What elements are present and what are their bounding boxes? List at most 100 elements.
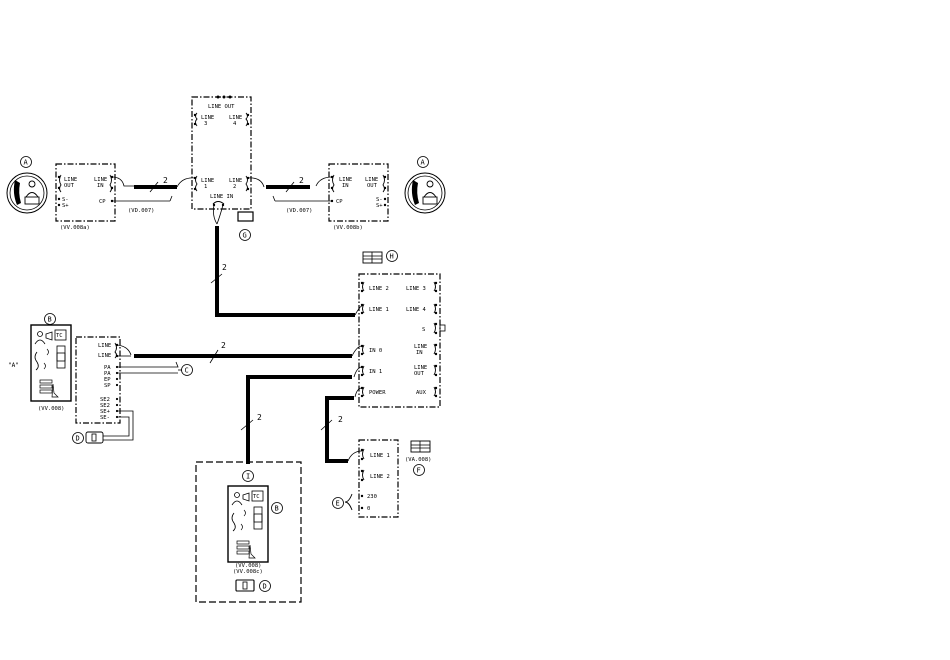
f-device-icon bbox=[410, 440, 431, 453]
psu-device-label: (VA.008) bbox=[405, 457, 432, 463]
callout-d-bottom-circle bbox=[259, 580, 271, 592]
left-s-plus: S+ bbox=[62, 203, 69, 209]
callout-d-left: D bbox=[76, 435, 80, 443]
main-in0: IN 0 bbox=[369, 348, 382, 354]
right-module-model: (VV.008b) bbox=[333, 225, 363, 231]
callout-h: H bbox=[390, 253, 394, 261]
cable-main-to-panel: 2 bbox=[240, 366, 363, 464]
panel-bottom-tc: TC bbox=[253, 494, 260, 500]
central-line2-num: 2 bbox=[233, 184, 236, 190]
cable-central-to-main: 2 bbox=[210, 204, 363, 317]
cable-right-count: 2 bbox=[299, 176, 304, 185]
psu-v0: 0 bbox=[367, 506, 370, 512]
callout-e: E bbox=[336, 500, 340, 508]
callout-c-circle bbox=[181, 364, 193, 376]
callout-b-bottom: B bbox=[275, 505, 279, 513]
door-panel-bottom: TC bbox=[227, 485, 269, 563]
cable-door-to-main: 2 bbox=[116, 341, 363, 374]
central-line-in-label: LINE IN bbox=[210, 194, 233, 200]
main-line-out-b: OUT bbox=[414, 371, 425, 377]
central-line3-label: LINE bbox=[201, 115, 214, 121]
cable-right-label: (VD.007) bbox=[286, 208, 313, 214]
door-sp: SP bbox=[104, 383, 111, 389]
main-line2: LINE 2 bbox=[369, 286, 389, 292]
cable-left-top: 2 (VD.007) bbox=[111, 176, 196, 214]
main-line1: LINE 1 bbox=[369, 307, 389, 313]
central-line-out-label: LINE OUT bbox=[208, 104, 235, 110]
door-module: LINE LINE PA PA EP SP SE2 SE2 SE+ SE- bbox=[75, 336, 121, 424]
callout-i-circle bbox=[242, 470, 254, 482]
main-module: LINE 2 LINE 1 LINE 3 LINE 4 S IN 0 LINE … bbox=[358, 273, 446, 408]
cable-se-to-d bbox=[103, 410, 134, 441]
main-aux: AUX bbox=[416, 390, 427, 396]
g-module-block bbox=[237, 211, 254, 222]
callout-g-circle bbox=[239, 229, 251, 241]
main-line-out-a: LINE bbox=[414, 365, 427, 371]
panel-left-quote: "A" bbox=[8, 362, 19, 369]
central-line3-num: 3 bbox=[204, 121, 207, 127]
door-pa1: PA bbox=[104, 365, 111, 371]
cable-left-label: (VD.007) bbox=[128, 208, 155, 214]
main-line-in-a: LINE bbox=[414, 344, 427, 350]
left-module-model: (VV.008a) bbox=[60, 225, 90, 231]
door-line-b: LINE bbox=[98, 353, 111, 359]
central-line4-num: 4 bbox=[233, 121, 237, 127]
main-line-in-b: IN bbox=[416, 350, 423, 356]
panel-bottom-model-a: (VV.008) bbox=[235, 563, 262, 569]
door-panel-left: TC bbox=[30, 324, 72, 402]
door-se-plus: SE+ bbox=[100, 409, 111, 415]
left-cp: CP bbox=[99, 199, 106, 205]
panel-bottom-model-b: (VV.008c) bbox=[233, 569, 263, 575]
callout-a-left-circle bbox=[20, 156, 32, 168]
cable-left-count: 2 bbox=[163, 176, 168, 185]
cable-i-count: 2 bbox=[257, 413, 262, 422]
right-module: LINE IN LINE OUT CP S- S+ (VV.008b) bbox=[328, 163, 389, 231]
central-line1-label: LINE bbox=[201, 178, 214, 184]
callout-h-circle bbox=[386, 250, 398, 262]
callout-b-top-circle bbox=[44, 313, 56, 325]
callout-f: F bbox=[417, 467, 421, 475]
cable-down-count: 2 bbox=[222, 263, 227, 272]
main-power: POWER bbox=[369, 390, 386, 396]
door-se2a: SE2 bbox=[100, 397, 110, 403]
left-line-in-a: LINE bbox=[94, 177, 107, 183]
psu-line1: LINE 1 bbox=[370, 453, 390, 459]
callout-d-left-circle bbox=[72, 432, 84, 444]
main-line4: LINE 4 bbox=[406, 307, 427, 313]
right-line-in-a: LINE bbox=[339, 177, 352, 183]
left-line-in-b: IN bbox=[97, 183, 104, 189]
main-s: S bbox=[422, 327, 425, 333]
callout-a-right-circle bbox=[417, 156, 429, 168]
door-release-bottom-icon bbox=[235, 579, 255, 592]
psu-line2: LINE 2 bbox=[370, 474, 390, 480]
door-line-a: LINE bbox=[98, 343, 111, 349]
central-line1-num: 1 bbox=[204, 184, 207, 190]
main-in1: IN 1 bbox=[369, 369, 382, 375]
callout-c: C bbox=[185, 367, 189, 375]
right-line-out-a: LINE bbox=[365, 177, 378, 183]
door-se-minus: SE- bbox=[100, 415, 110, 421]
callout-a-right: A bbox=[421, 159, 426, 167]
door-pa2: PA bbox=[104, 371, 111, 377]
right-s-minus: S- bbox=[376, 197, 383, 203]
right-line-out-b: OUT bbox=[367, 183, 378, 189]
door-ep: EP bbox=[104, 377, 111, 383]
right-s-plus: S+ bbox=[376, 203, 383, 209]
right-line-in-b: IN bbox=[342, 183, 349, 189]
callout-b-bottom-circle bbox=[271, 502, 283, 514]
panel-left-model: (VV.008) bbox=[38, 406, 65, 412]
h-device-icon bbox=[362, 251, 383, 264]
callout-a-left: A bbox=[24, 159, 29, 167]
cable-right-top: 2 (VD.007) bbox=[247, 176, 333, 214]
left-line-out-a: LINE bbox=[64, 177, 77, 183]
psu-module: LINE 1 LINE 2 230 0 bbox=[344, 439, 399, 518]
door-se2b: SE2 bbox=[100, 403, 110, 409]
callout-d-bottom: D bbox=[263, 583, 267, 591]
left-module: LINE OUT LINE IN S- S+ CP (VV.008a) bbox=[55, 163, 116, 231]
callout-b-top: B bbox=[48, 316, 52, 324]
panel-left-tc: TC bbox=[56, 333, 63, 339]
right-cp: CP bbox=[336, 199, 343, 205]
cable-main-to-psu: 2 bbox=[320, 387, 363, 463]
cable-mid-count: 2 bbox=[221, 341, 226, 350]
